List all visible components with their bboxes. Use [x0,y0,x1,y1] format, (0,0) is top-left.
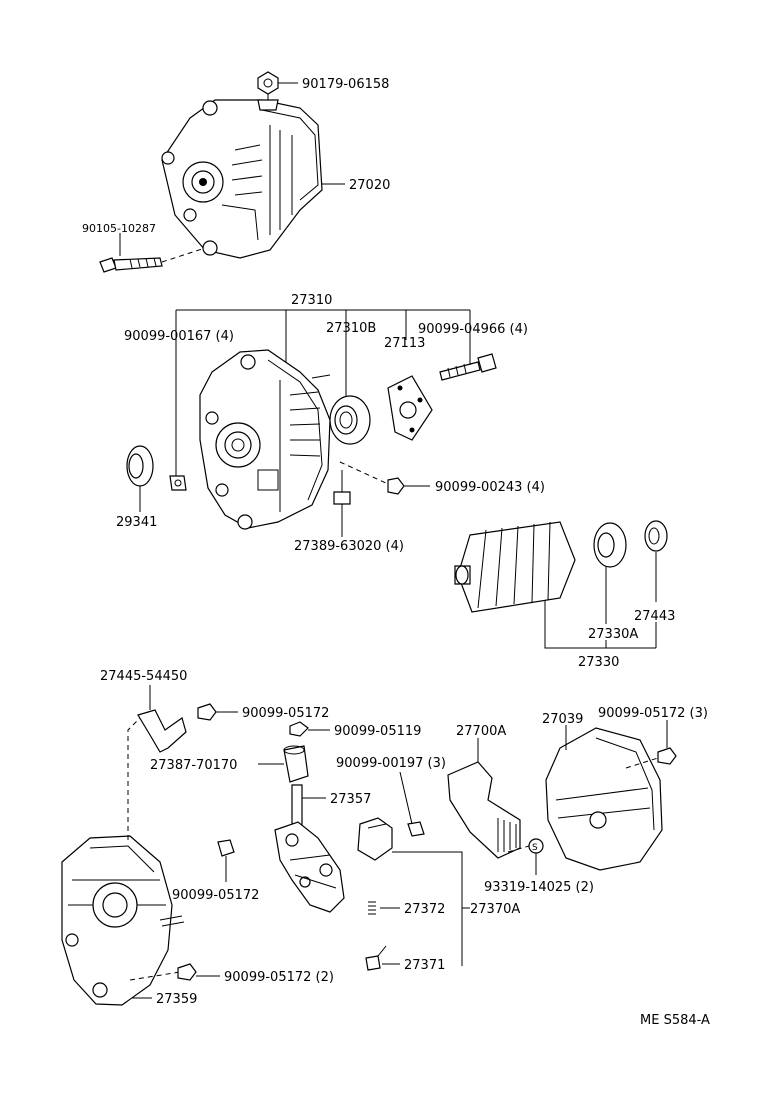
screw-de[interactable] [169,475,187,491]
top-nut[interactable] [257,71,279,111]
mount-bolt[interactable] [99,257,163,273]
label-nut-05119: 90099-05119 [334,724,421,739]
label-screw-de: 90099-00167 (4) [124,329,234,344]
label-nut-05172-3: 90099-05172 (3) [598,706,708,721]
screw-00197[interactable] [407,821,425,837]
screw-14025[interactable]: S [528,838,544,854]
label-rear-bearing: 27330A [588,627,638,642]
label-rear-cover: 27039 [542,712,583,727]
nut-05172-2[interactable] [177,963,197,981]
label-plate-54450: 27445-54450 [100,669,187,684]
alternator-assembly[interactable] [161,99,323,259]
diagram-code: ME S584-A [640,1013,710,1028]
plate-54450[interactable] [137,709,187,753]
label-alternator-assy: 27020 [349,178,390,193]
nut-05172-3[interactable] [657,747,677,765]
label-brush: 27371 [404,958,445,973]
brush-holder[interactable] [357,817,393,861]
nut-axis-line [339,461,389,485]
label-rotor: 27330 [578,655,619,670]
bearing-de[interactable] [329,395,371,445]
label-cover-27443: 27443 [634,609,675,624]
label-screw-00197: 90099-00197 (3) [336,756,446,771]
label-regulator: 27700A [456,724,506,739]
rear-bearing[interactable] [593,522,627,568]
cover-axis-line [625,757,659,769]
label-insulator-63020: 27389-63020 (4) [294,539,404,554]
rectifier-holder[interactable] [274,784,345,913]
label-screw-14025: 93319-14025 (2) [484,880,594,895]
label-frame-rear: 27359 [156,992,197,1007]
insulator-70170[interactable] [283,745,309,783]
brush-spring[interactable] [368,901,376,915]
label-nut-05172-2: 90099-05172 (2) [224,970,334,985]
label-bolt-mount: 90105-10287 [82,222,156,235]
label-rectifier: 27357 [330,792,371,807]
frame-axis-line-upper [127,717,141,840]
label-insulator-70170: 27387-70170 [150,758,237,773]
through-bolt[interactable] [439,353,497,381]
brush[interactable] [365,945,387,971]
label-spacer: 29341 [116,515,157,530]
label-nut-00243: 90099-00243 (4) [435,480,545,495]
label-nut-05172-a: 90099-05172 [242,706,329,721]
label-nut-top: 90179-06158 [302,77,389,92]
cover-27443[interactable] [644,520,668,552]
rear-end-cover[interactable] [545,727,663,871]
rotor-assembly[interactable] [454,521,576,613]
retainer-plate[interactable] [387,375,433,441]
label-brush-spring: 27372 [404,902,445,917]
label-bolt-through: 90099-04966 (4) [418,322,528,337]
nut-05119[interactable] [289,721,309,737]
nut-05172-b[interactable] [217,839,235,857]
spacer-29341[interactable] [126,445,154,487]
screw-axis-line [507,845,530,853]
label-bearing-de: 27310B [326,321,376,336]
insulator-63020[interactable] [333,470,351,505]
label-retainer: 27113 [384,336,425,351]
svg-text:S: S [532,843,538,853]
drive-end-frame[interactable] [199,349,331,530]
regulator[interactable] [447,761,521,859]
rear-frame[interactable] [61,835,185,1006]
label-brush-holder: 27370A [470,902,520,917]
label-nut-05172-b: 90099-05172 [172,888,259,903]
label-frame-drive-end: 27310 [291,293,332,308]
nut-00243[interactable] [387,477,405,495]
nut-05172-a[interactable] [197,703,217,721]
bolt-axis-line [161,247,206,263]
